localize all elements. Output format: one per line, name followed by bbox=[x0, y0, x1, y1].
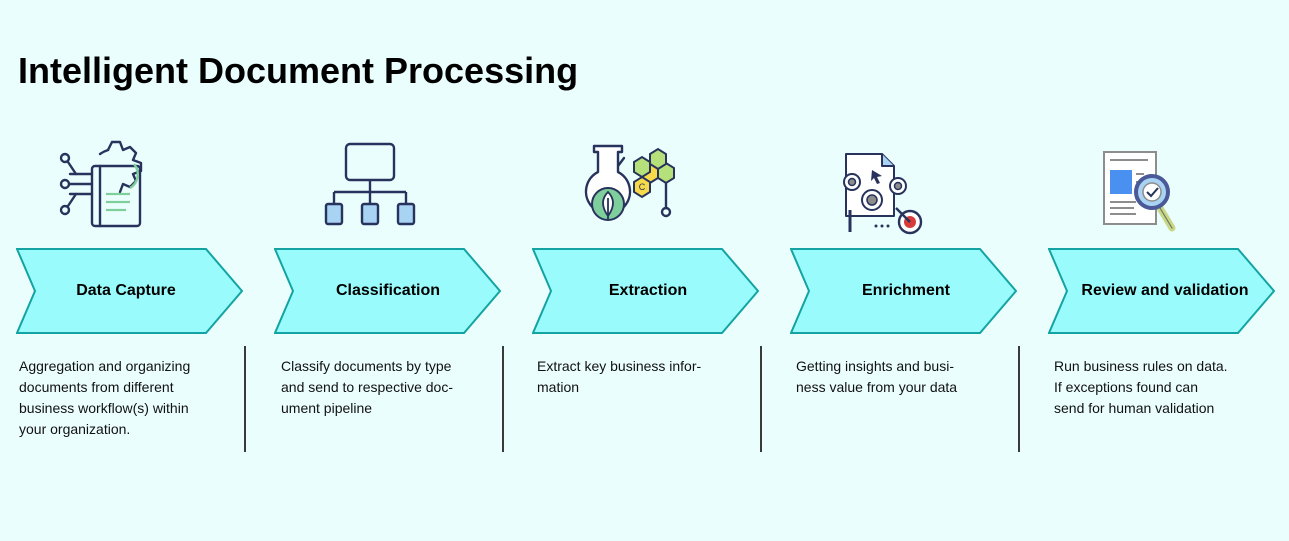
step-label: Enrichment bbox=[861, 282, 950, 299]
hierarchy-icon bbox=[324, 142, 416, 226]
description-line: and send to respective doc- bbox=[281, 379, 453, 395]
document-gear-icon bbox=[59, 140, 143, 228]
description-line: Aggregation and organizing bbox=[19, 358, 191, 374]
step-description: Aggregation and organizing documents fro… bbox=[19, 356, 190, 440]
step-label: Data Capture bbox=[76, 282, 176, 299]
description-line: mation bbox=[537, 379, 580, 395]
description-line: ness value from your data bbox=[796, 379, 958, 395]
page-title: Intelligent Document Processing bbox=[18, 50, 579, 91]
description-line: send for human validation bbox=[1054, 400, 1215, 416]
step-chevron-review bbox=[1048, 248, 1276, 334]
step-chevron-classification bbox=[274, 248, 502, 334]
step-description: Getting insights and busi- ness value fr… bbox=[796, 356, 957, 398]
step-description: Run business rules on data. If exception… bbox=[1054, 356, 1228, 419]
gears-target-icon bbox=[843, 153, 923, 235]
description-line: Classify documents by type bbox=[281, 358, 452, 374]
description-line: business workflow(s) within bbox=[19, 400, 189, 416]
step-label: Review and validation bbox=[1081, 282, 1249, 299]
step-chevron-extraction bbox=[532, 248, 760, 334]
description-line: Run business rules on data. bbox=[1054, 358, 1228, 374]
description-line: ument pipeline bbox=[281, 400, 373, 416]
description-line: Extract key business infor- bbox=[537, 358, 702, 374]
step-label: Extraction bbox=[608, 282, 688, 299]
column-divider bbox=[502, 346, 504, 452]
description-line: If exceptions found can bbox=[1054, 379, 1198, 395]
step-label: Classification bbox=[335, 282, 441, 299]
document-magnifier-check-icon bbox=[1103, 151, 1176, 232]
description-line: your organization. bbox=[19, 421, 131, 437]
description-line: documents from different bbox=[19, 379, 174, 395]
step-description: Classify documents by type and send to r… bbox=[281, 356, 453, 419]
column-divider bbox=[1018, 346, 1020, 452]
column-divider bbox=[760, 346, 762, 452]
svg-text:C: C bbox=[639, 182, 646, 192]
step-chevron-enrichment bbox=[790, 248, 1018, 334]
column-divider bbox=[244, 346, 246, 452]
description-line: Getting insights and busi- bbox=[796, 358, 954, 374]
flask-molecule-icon: C bbox=[584, 144, 675, 221]
step-chevron-data-capture bbox=[16, 248, 244, 334]
step-description: Extract key business infor- mation bbox=[537, 356, 701, 398]
